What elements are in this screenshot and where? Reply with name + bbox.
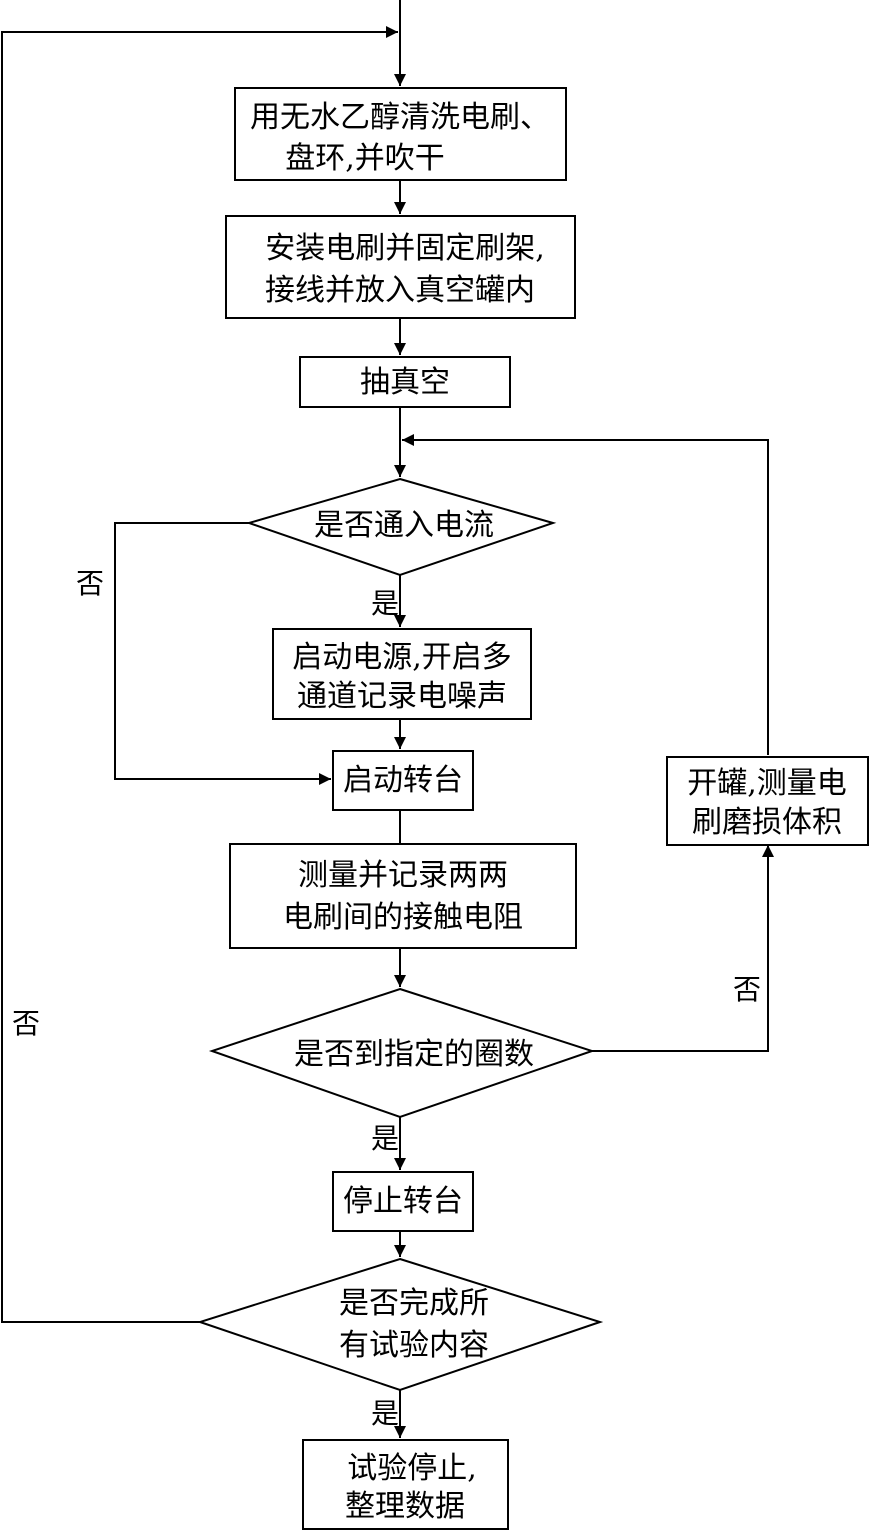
edge-laps-no	[592, 845, 774, 1052]
node-end-line1: 试验停止,	[347, 1451, 477, 1486]
node-vacuum: 抽真空	[299, 356, 511, 408]
node-open-tank: 开罐,测量电 刷磨损体积	[666, 756, 869, 846]
node-measure-resistance-line2: 电刷间的接触电阻	[283, 900, 523, 935]
node-power-on-line2: 通道记录电噪声	[297, 679, 507, 714]
label-current-yes: 是	[371, 587, 399, 620]
node-vacuum-line1: 抽真空	[360, 365, 450, 400]
edges	[1, 0, 774, 1438]
label-laps-yes: 是	[371, 1122, 399, 1155]
node-open-tank-line1: 开罐,测量电	[687, 766, 847, 801]
node-stop-turntable: 停止转台	[332, 1171, 474, 1232]
label-current-no: 否	[76, 567, 104, 600]
node-start-turntable-line1: 启动转台	[343, 763, 463, 798]
node-end-line2: 整理数据	[345, 1489, 465, 1524]
node-clean: 用无水乙醇清洗电刷、 盘环,并吹干	[234, 87, 567, 181]
node-complete-decision-line1: 是否完成所	[339, 1286, 489, 1321]
node-install: 安装电刷并固定刷架, 接线并放入真空罐内	[225, 215, 576, 319]
edge-open-tank-loop	[402, 434, 769, 755]
node-complete-decision-line2: 有试验内容	[339, 1328, 489, 1363]
node-power-on-line1: 启动电源,开启多	[292, 640, 512, 675]
node-complete-decision: 是否完成所 有试验内容	[196, 1257, 604, 1392]
node-current-decision-line1: 是否通入电流	[314, 508, 494, 543]
node-laps-decision-line1: 是否到指定的圈数	[294, 1037, 534, 1072]
label-laps-no: 否	[733, 973, 761, 1006]
node-start-turntable: 启动转台	[332, 750, 474, 811]
node-clean-line1: 用无水乙醇清洗电刷、	[250, 100, 550, 135]
edge-current-no	[114, 522, 331, 785]
node-install-line2: 接线并放入真空罐内	[265, 273, 535, 308]
label-complete-no: 否	[12, 1007, 40, 1040]
node-install-line1: 安装电刷并固定刷架,	[265, 231, 545, 266]
node-current-decision: 是否通入电流	[245, 477, 557, 577]
label-complete-yes: 是	[371, 1397, 399, 1430]
node-measure-resistance: 测量并记录两两 电刷间的接触电阻	[229, 843, 577, 949]
node-laps-decision: 是否到指定的圈数	[208, 987, 596, 1119]
node-stop-turntable-line1: 停止转台	[343, 1184, 463, 1219]
node-measure-resistance-line1: 测量并记录两两	[298, 858, 508, 893]
node-open-tank-line2: 刷磨损体积	[692, 805, 842, 840]
node-clean-line2: 盘环,并吹干	[285, 141, 445, 176]
edge-complete-no	[1, 26, 398, 1323]
node-end: 试验停止, 整理数据	[302, 1439, 509, 1530]
node-power-on: 启动电源,开启多 通道记录电噪声	[272, 628, 532, 720]
